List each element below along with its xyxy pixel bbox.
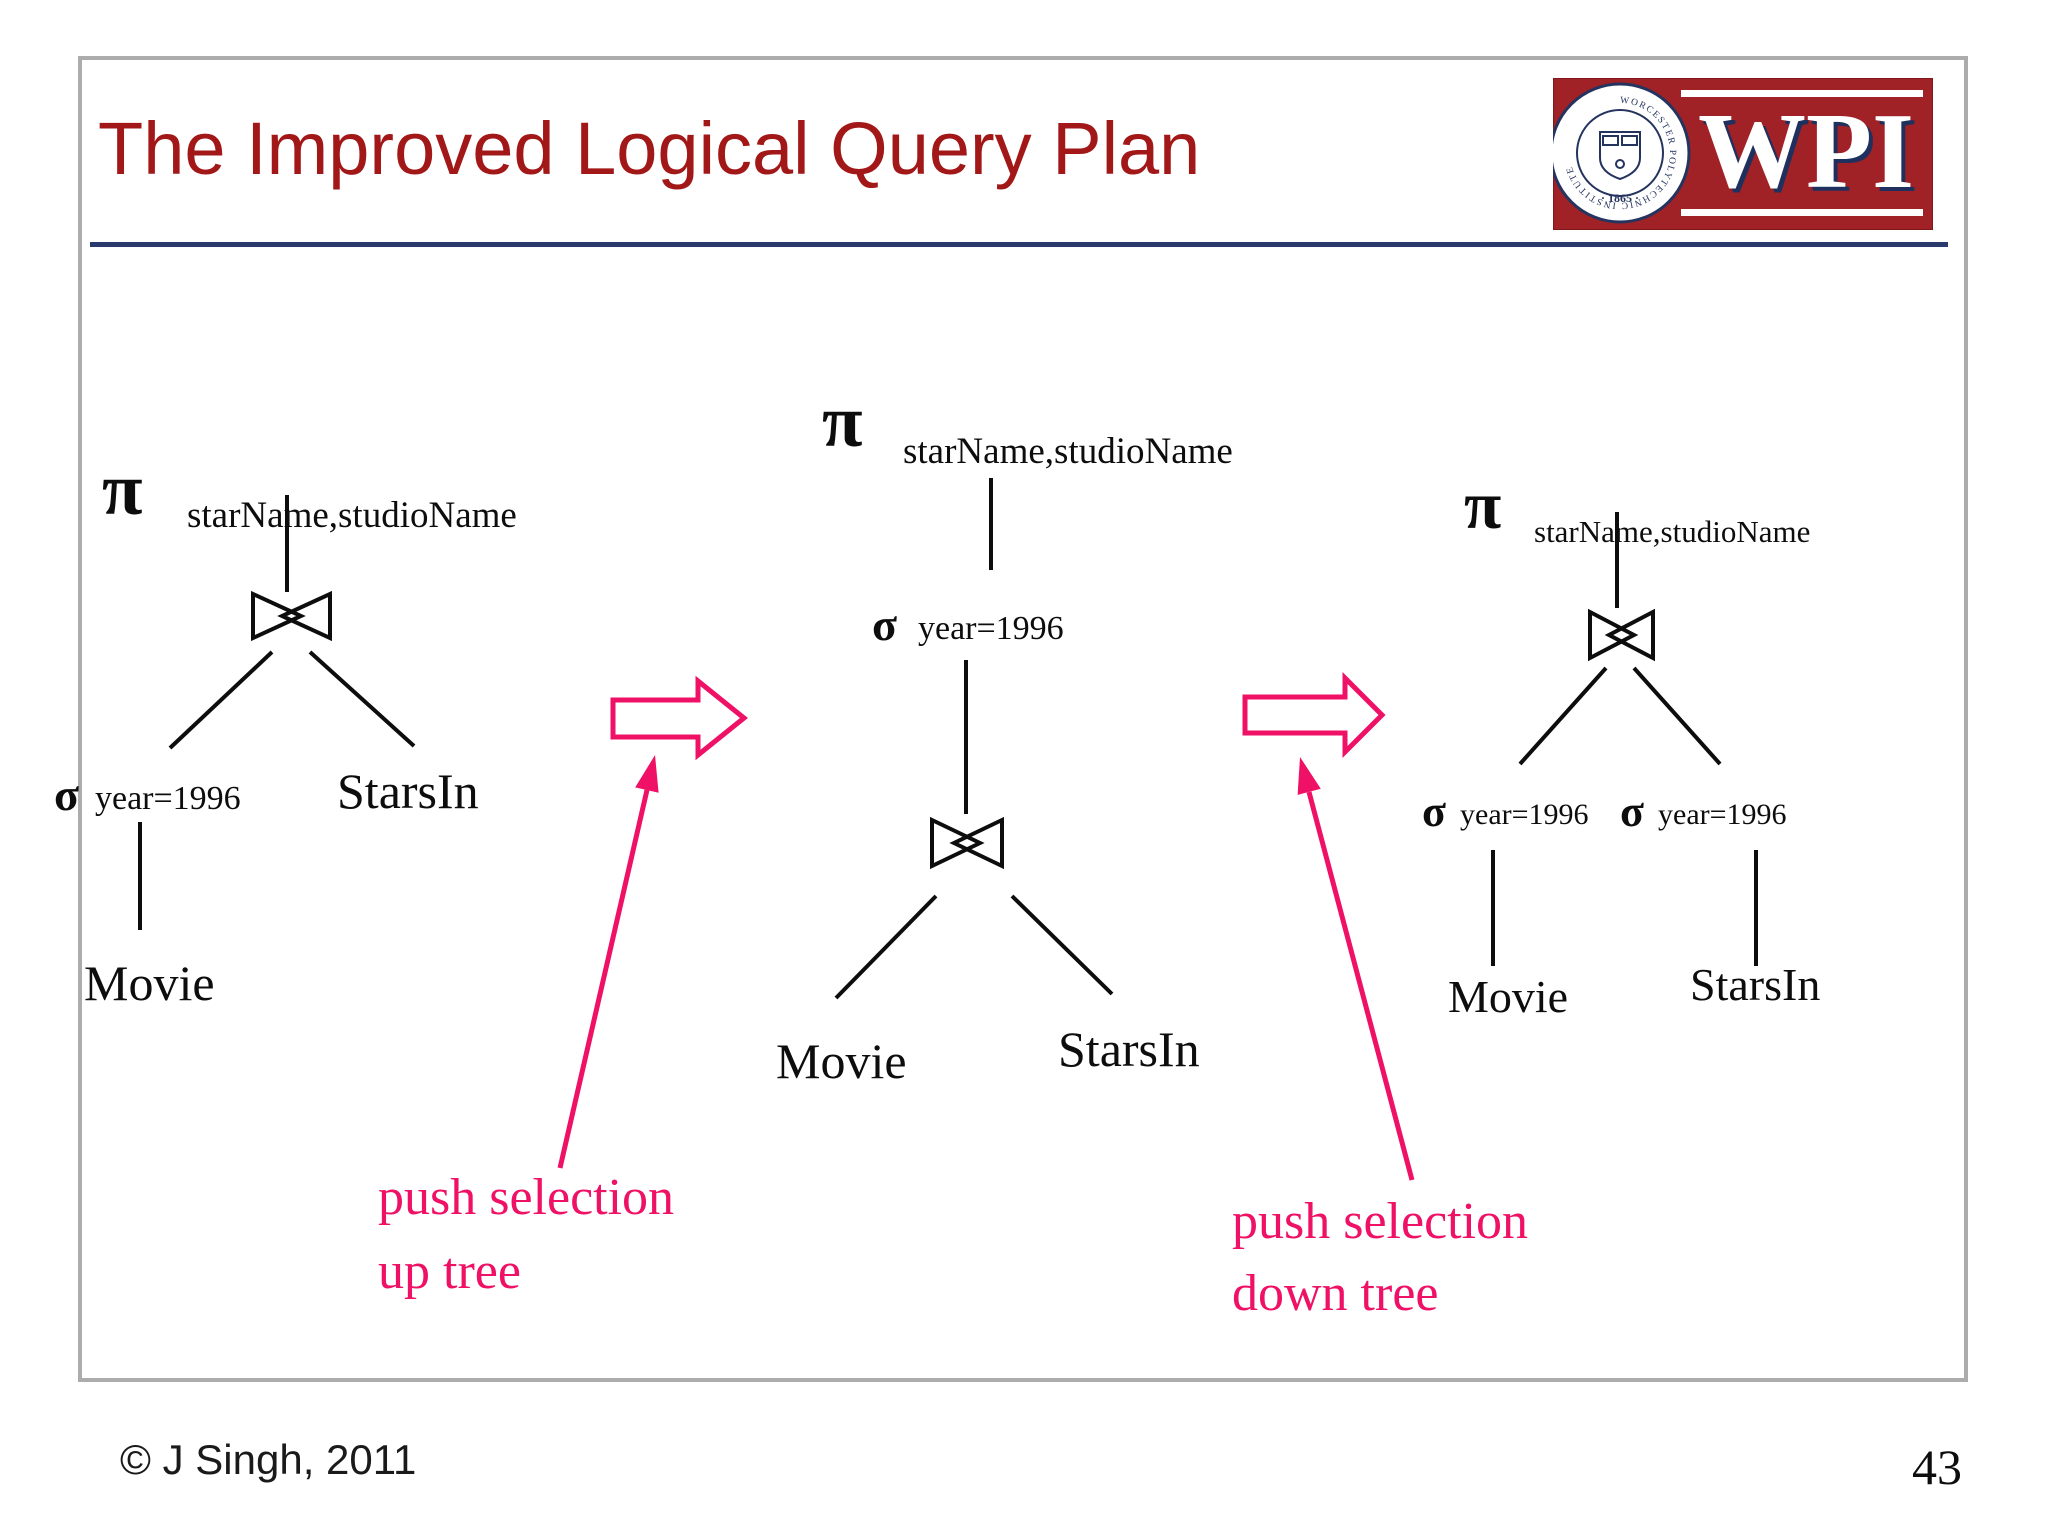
right-tree-project-operator: π (1464, 467, 1502, 543)
right-tree-project-args: starName,studioName (1534, 514, 1811, 549)
middle-tree-select-operator: σ (872, 599, 898, 650)
right-tree-select-right-condition: year=1996 (1658, 798, 1787, 831)
push-selection-down-note-line1: push selection (1232, 1193, 1529, 1250)
middle-tree-project-args: starName,studioName (903, 431, 1233, 472)
wpi-acronym: WPI WPI (1698, 92, 1918, 215)
middle-tree-select-condition: year=1996 (918, 610, 1064, 647)
wpi-seal-icon: WORCESTER POLYTECHNIC INSTITUTE · 1865 · (1553, 82, 1691, 224)
left-tree-project-operator: π (102, 449, 143, 531)
slide-border (78, 56, 1968, 1382)
left-tree-leaf-starsin: StarsIn (337, 763, 479, 819)
left-tree-leaf-movie: Movie (84, 955, 215, 1011)
right-tree-leaf-starsin: StarsIn (1690, 959, 1821, 1010)
right-tree-leaf-movie: Movie (1448, 971, 1569, 1022)
wpi-seal-year: · 1865 · (1601, 191, 1639, 205)
page-title: The Improved Logical Query Plan (98, 107, 1201, 190)
right-tree-select-left-operator: σ (1422, 787, 1446, 836)
wpi-logo-top-bar (1681, 90, 1923, 97)
wpi-acronym-text: WPI (1698, 92, 1914, 211)
middle-tree-project-operator: π (822, 381, 863, 463)
page-number: 43 (1912, 1439, 1962, 1495)
footer-copyright: © J Singh, 2011 (120, 1436, 417, 1483)
middle-tree-leaf-starsin: StarsIn (1058, 1021, 1200, 1077)
push-selection-down-note-line2: down tree (1232, 1265, 1439, 1322)
middle-tree-leaf-movie: Movie (776, 1033, 907, 1089)
push-selection-up-note-line2: up tree (378, 1243, 521, 1300)
wpi-acronym-shadow: WPI (1702, 96, 1918, 215)
left-tree-select-operator: σ (54, 769, 80, 820)
left-tree-select-condition: year=1996 (95, 780, 241, 817)
wpi-logo-bottom-bar (1681, 209, 1923, 216)
right-tree-select-left-condition: year=1996 (1460, 798, 1589, 831)
right-tree-select-right-operator: σ (1620, 787, 1644, 836)
wpi-logo: WORCESTER POLYTECHNIC INSTITUTE · 1865 ·… (1553, 78, 1933, 230)
push-selection-up-note-line1: push selection (378, 1169, 675, 1226)
left-tree-project-args: starName,studioName (187, 495, 517, 536)
